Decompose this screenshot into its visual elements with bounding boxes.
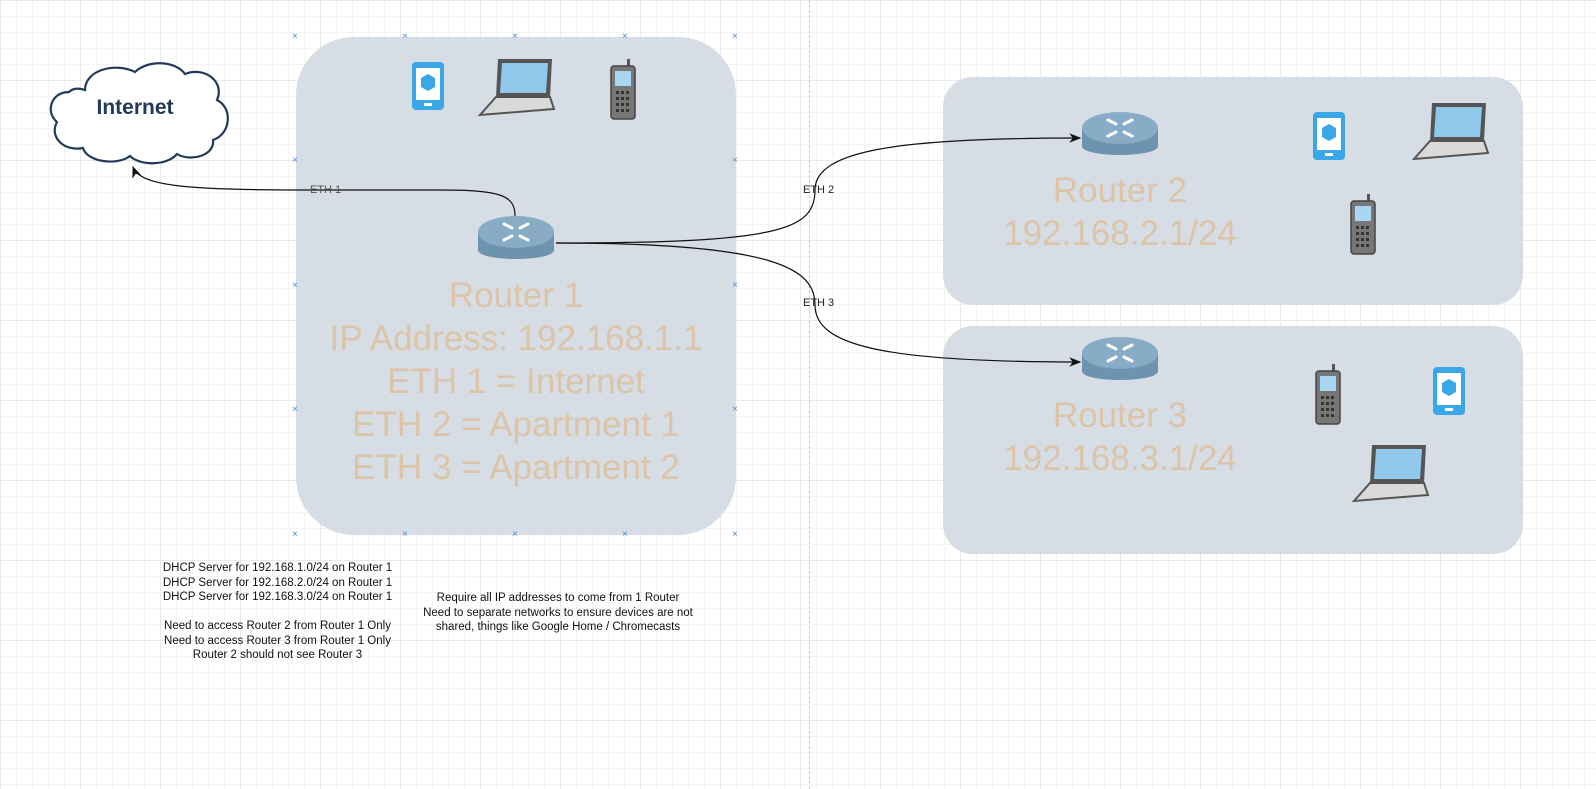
- cloud-label: Internet: [96, 96, 174, 119]
- laptop-icon[interactable]: [1352, 443, 1430, 505]
- note-dhcp-requirements: DHCP Server for 192.168.1.0/24 on Router…: [162, 562, 393, 661]
- router2-label: Router 2 192.168.2.1/24: [1003, 171, 1237, 253]
- selection-handle[interactable]: ×: [402, 529, 408, 540]
- edge-eth1[interactable]: [132, 165, 516, 217]
- edge-label-eth1: ETH 1: [310, 184, 342, 196]
- selection-handle[interactable]: ×: [292, 280, 298, 291]
- selection-handle[interactable]: ×: [292, 529, 298, 540]
- edge-label-eth3: ETH 3: [803, 297, 835, 309]
- router1-label: Router 1 IP Address: 192.168.1.1 ETH 1 =…: [329, 276, 703, 487]
- router3-icon[interactable]: [1080, 335, 1160, 390]
- selection-handle[interactable]: ×: [622, 31, 628, 42]
- selection-handle[interactable]: ×: [512, 31, 518, 42]
- selection-handle[interactable]: ×: [622, 529, 628, 540]
- selection-handle[interactable]: ×: [292, 31, 298, 42]
- router1-icon[interactable]: [476, 214, 556, 269]
- edge-label-eth2: ETH 2: [803, 184, 835, 196]
- router3-label: Router 3 192.168.3.1/24: [1003, 396, 1237, 478]
- page-divider: [809, 0, 810, 789]
- tablet-icon[interactable]: [1432, 366, 1466, 416]
- router2-container[interactable]: [943, 77, 1523, 305]
- selection-handle[interactable]: ×: [402, 31, 408, 42]
- tablet-icon[interactable]: [1312, 111, 1346, 161]
- selection-handle[interactable]: ×: [512, 529, 518, 540]
- selection-handle[interactable]: ×: [732, 31, 738, 42]
- edge-eth2[interactable]: [555, 133, 1082, 244]
- router1-container[interactable]: [296, 37, 736, 535]
- router3-container[interactable]: [943, 326, 1523, 554]
- laptop-icon[interactable]: [478, 57, 556, 119]
- cellphone-icon[interactable]: [609, 59, 637, 121]
- cellphone-icon[interactable]: [1314, 364, 1342, 426]
- note-network-requirements: Require all IP addresses to come from 1 …: [423, 592, 693, 633]
- selection-handle[interactable]: ×: [732, 404, 738, 415]
- cellphone-icon[interactable]: [1349, 194, 1377, 256]
- selection-handle[interactable]: ×: [292, 404, 298, 415]
- edge-eth3[interactable]: [555, 242, 1082, 367]
- router2-icon[interactable]: [1080, 110, 1160, 165]
- tablet-icon[interactable]: [411, 61, 445, 111]
- laptop-icon[interactable]: [1412, 101, 1490, 163]
- selection-handle[interactable]: ×: [292, 155, 298, 166]
- selection-handle[interactable]: ×: [732, 280, 738, 291]
- internet-cloud[interactable]: [45, 60, 230, 165]
- selection-handle[interactable]: ×: [732, 155, 738, 166]
- selection-handle[interactable]: ×: [732, 529, 738, 540]
